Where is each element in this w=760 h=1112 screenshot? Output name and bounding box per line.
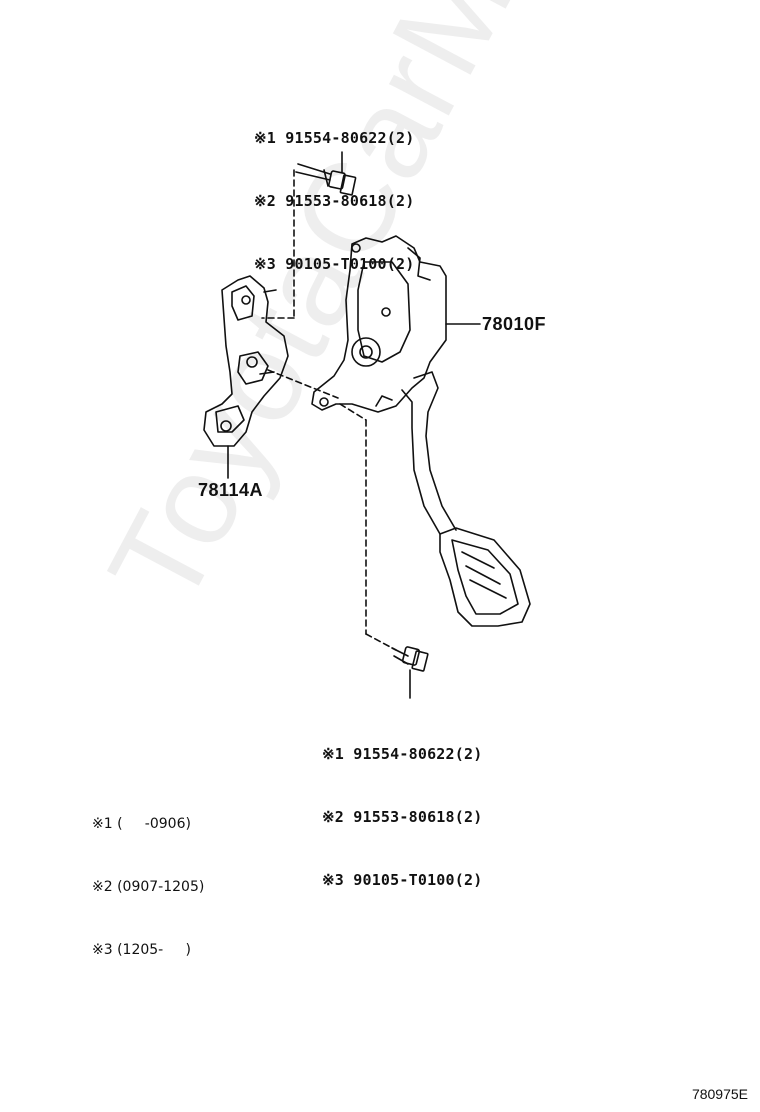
bottom-callout-line-1: ※1 91554-80622(2) xyxy=(322,745,483,763)
date-range-legend: ※1 ( -0906) ※2 (0907-1205) ※3 (1205- ) xyxy=(92,772,204,982)
drawing-id: 780975E xyxy=(691,1086,748,1102)
bottom-bolt-leader xyxy=(339,403,397,651)
part-number-78114a[interactable]: 78114A xyxy=(198,480,264,500)
top-fastener-callout: ※1 91554-80622(2) ※2 91553-80618(2) ※3 9… xyxy=(254,86,414,296)
legend-line-3: ※3 (1205- ) xyxy=(92,942,191,958)
top-bolt xyxy=(295,163,357,196)
top-bolt-leader xyxy=(261,169,339,399)
bracket-78114a xyxy=(203,275,289,447)
top-callout-line-1: ※1 91554-80622(2) xyxy=(254,129,415,147)
legend-line-2: ※2 (0907-1205) xyxy=(92,879,205,895)
top-callout-line-3: ※3 90105-T0100(2) xyxy=(254,255,415,273)
legend-line-1: ※1 ( -0906) xyxy=(92,816,191,832)
part-number-78010f[interactable]: 78010F xyxy=(482,314,547,334)
bottom-fastener-callout: ※1 91554-80622(2) ※2 91553-80618(2) ※3 9… xyxy=(322,702,482,912)
pedal-assembly-78010f xyxy=(311,235,531,627)
top-callout-line-2: ※2 91553-80618(2) xyxy=(254,192,415,210)
bottom-callout-line-3: ※3 90105-T0100(2) xyxy=(322,871,483,889)
bottom-bolt xyxy=(391,646,429,672)
bottom-callout-line-2: ※2 91553-80618(2) xyxy=(322,808,483,826)
